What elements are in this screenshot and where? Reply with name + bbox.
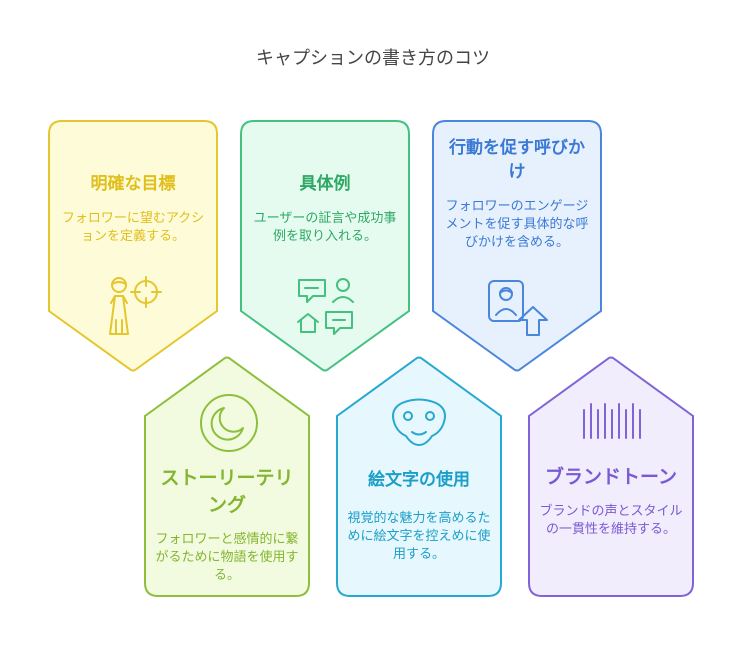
card-goal-title: 明確な目標 [90,174,176,194]
card-story-title: ストーリーテリング [160,467,294,516]
soundwave-icon [583,403,641,439]
card-tone-title: ブランドトーン [544,466,678,488]
card-emoji: 絵文字の使用 視覚的な魅力を高めるために絵文字を控えめに使用する。 [346,468,492,564]
card-cta-title: 行動を促す呼びかけ [449,138,585,182]
chat-people-icon [297,278,354,335]
card-goal-desc: フォロワーに望むアクションを定義する。 [61,211,205,244]
person-target-icon [109,276,162,335]
card-goal-shape [48,120,218,372]
card-emoji-title: 絵文字の使用 [368,470,470,490]
card-example-desc: ユーザーの証言や成功事例を取り入れる。 [253,211,397,244]
card-story-desc: フォロワーと感情的に繋がるために物語を使用する。 [155,532,299,583]
card-example-title: 具体例 [299,174,351,194]
card-story: ストーリーテリング フォロワーと感情的に繋がるために物語を使用する。 [154,465,300,585]
card-cta: 行動を促す呼びかけ フォロワーのエンゲージメントを促す具体的な呼びかけを含める。 [444,136,590,252]
card-tone: ブランドトーン ブランドの声とスタイルの一貫性を維持する。 [538,464,684,539]
card-emoji-desc: 視覚的な魅力を高めるために絵文字を控えめに使用する。 [347,511,491,562]
card-tone-desc: ブランドの声とスタイルの一貫性を維持する。 [539,504,683,537]
card-emoji-shape [336,356,502,597]
card-story-shape [144,356,310,597]
card-cta-desc: フォロワーのエンゲージメントを促す具体的な呼びかけを含める。 [445,199,589,250]
card-cta-shape [432,120,602,372]
card-tone-shape [528,356,694,597]
user-upload-icon [488,280,548,336]
card-goal: 明確な目標 フォロワーに望むアクションを定義する。 [60,172,206,246]
moon-circle-icon [200,394,258,452]
card-example-shape [240,120,410,372]
card-example: 具体例 ユーザーの証言や成功事例を取り入れる。 [252,172,398,246]
page-title: キャプションの書き方のコツ [256,48,490,69]
smile-face-icon [392,398,446,446]
